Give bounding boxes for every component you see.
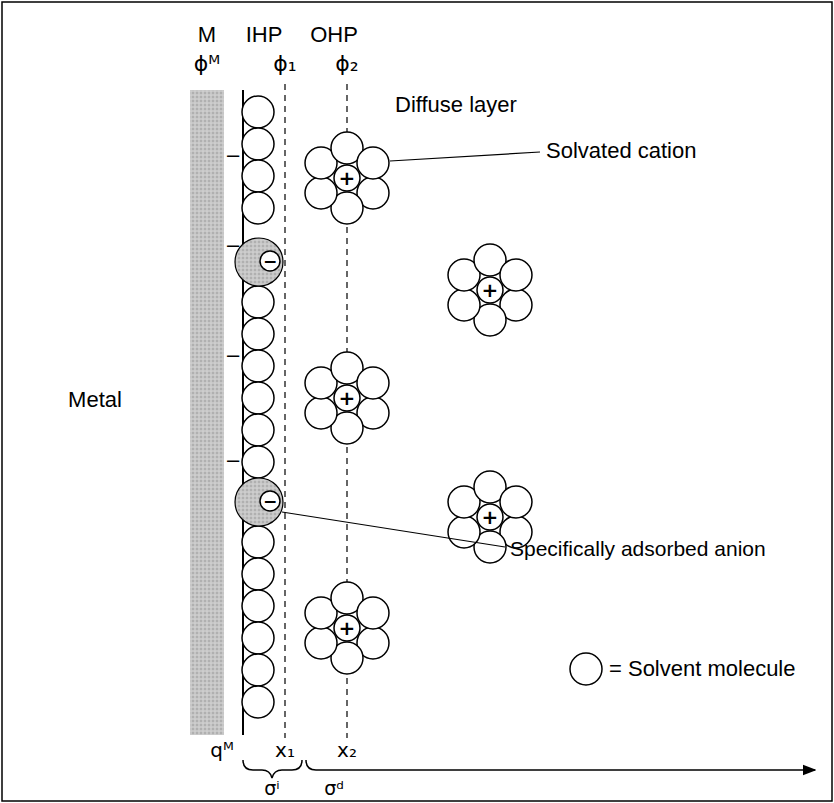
solvent-molecule [500, 259, 532, 291]
metal-charge: – [227, 233, 239, 257]
solvent-molecule [357, 367, 389, 399]
ion-circle [477, 277, 503, 303]
charge-sign: + [482, 280, 499, 300]
solvent-molecule [242, 382, 274, 414]
solvent-molecule [242, 558, 274, 590]
adsorbed-anion: − [234, 237, 284, 287]
region-label: Diffuse layer [395, 93, 517, 117]
charge-sign: − [263, 253, 277, 270]
charge-sign: + [339, 168, 356, 188]
ion-circle [334, 615, 360, 641]
metal-strip [190, 90, 224, 735]
charge-label: qᴹ [210, 739, 234, 761]
cation-ion: + [333, 384, 361, 412]
cation-ion: + [333, 164, 361, 192]
solvent-molecule [242, 622, 274, 654]
legend-text: = Solvent molecule [609, 657, 796, 681]
charge-circle [260, 251, 280, 271]
charge-sign: + [482, 507, 499, 527]
solvent-molecule [242, 286, 274, 318]
position-label: x₁ [275, 739, 295, 761]
charge-sign: + [339, 388, 356, 408]
solvent-molecule [242, 128, 274, 160]
position-label: x₂ [337, 739, 357, 761]
solvent-molecule [448, 289, 480, 321]
adsorbed-anion: − [234, 477, 284, 527]
solvent-molecule [242, 414, 274, 446]
ion-circle [334, 165, 360, 191]
charge-sign: − [263, 493, 277, 510]
ihp-plane [284, 84, 285, 738]
legend-sample [569, 652, 603, 686]
plane-label: IHP [246, 23, 283, 47]
potential-label: ϕ₂ [335, 52, 358, 76]
solvent-molecule [305, 177, 337, 209]
anion-circle [235, 478, 283, 526]
solvent-molecule [242, 446, 274, 478]
solvent-molecule [242, 192, 274, 224]
solvent-molecule [242, 160, 274, 192]
metal-charge: – [227, 343, 239, 367]
solvent-molecule [242, 686, 274, 718]
potential-label: ϕ₁ [273, 52, 296, 76]
potential-label: ϕᴹ [194, 52, 220, 76]
solvent-molecule [305, 627, 337, 659]
solvent-molecule [242, 318, 274, 350]
solvent-molecule [357, 597, 389, 629]
solvent-molecule-sample [570, 653, 602, 685]
anion-circle [235, 238, 283, 286]
plane-label: OHP [310, 23, 358, 47]
diffuse-arrow [306, 760, 815, 770]
electrode-label: M [198, 23, 216, 47]
solvent-molecule [242, 590, 274, 622]
cation-ion: + [476, 276, 504, 304]
solvent-molecules [242, 96, 532, 718]
leader-line [282, 512, 505, 547]
callout-label: Solvated cation [546, 139, 696, 163]
solvent-molecule [500, 486, 532, 518]
cation-ion: + [333, 614, 361, 642]
solvent-molecule [242, 350, 274, 382]
solvent-molecule [305, 397, 337, 429]
leader-line [390, 152, 540, 161]
solvent-molecule [242, 526, 274, 558]
charge-label: σᵈ [324, 778, 344, 799]
callout-label: Specifically adsorbed anion [510, 537, 766, 560]
cation-ion: + [476, 503, 504, 531]
solvent-molecule [242, 654, 274, 686]
solvent-molecule [242, 96, 274, 128]
metal-charge: – [227, 143, 239, 167]
solvent-molecule [357, 147, 389, 179]
charge-circle [260, 491, 280, 511]
charge-sign: + [339, 618, 356, 638]
charge-label: σⁱ [264, 778, 279, 799]
solvent-molecule [448, 516, 480, 548]
ion-circle [334, 385, 360, 411]
metal-charge: – [227, 448, 239, 472]
electrode-label: Metal [68, 388, 122, 412]
brace [243, 760, 302, 778]
ion-circle [477, 504, 503, 530]
